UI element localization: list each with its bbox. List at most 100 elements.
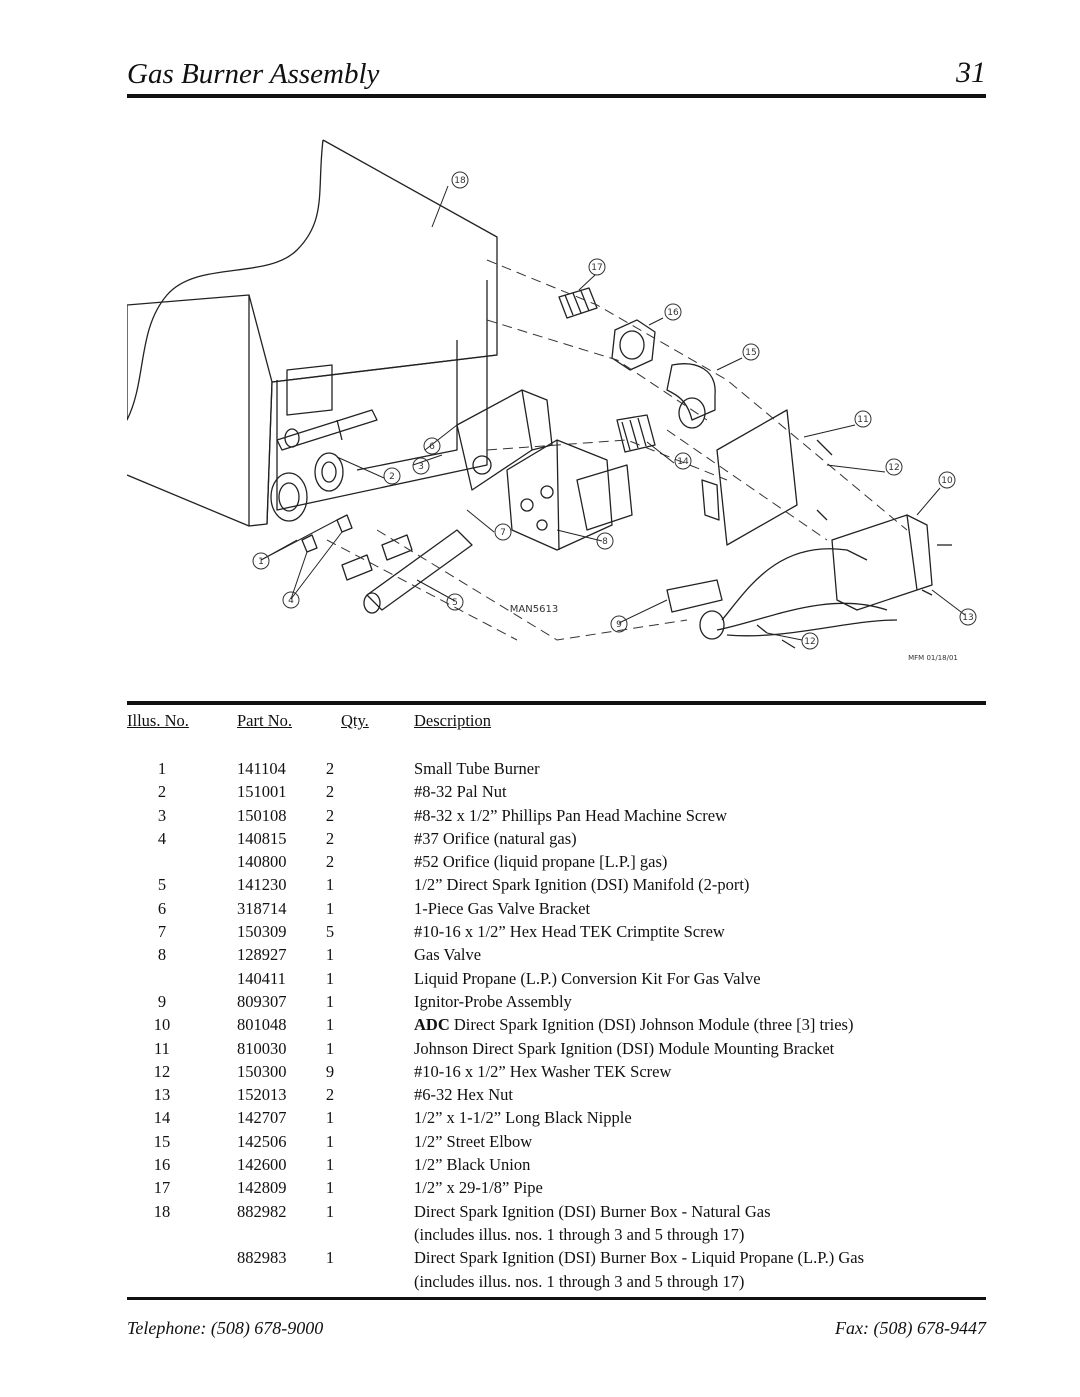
description-text: Direct Spark Ignition (DSI) Burner Box -… <box>414 1201 771 1221</box>
callout-13: 13 <box>962 613 973 623</box>
part-no: 142707 <box>237 1108 287 1128</box>
part-no: 142506 <box>237 1131 287 1151</box>
part-no: 150108 <box>237 805 287 825</box>
drawing-code: MAN5613 <box>510 604 558 615</box>
callout-16: 16 <box>667 308 679 318</box>
description-text: 1/2” x 1-1/2” Long Black Nipple <box>414 1108 632 1128</box>
part-no: 810030 <box>237 1038 287 1058</box>
callout-4: 4 <box>288 596 294 606</box>
qty: 5 <box>325 922 335 942</box>
callout-8: 8 <box>602 537 608 547</box>
illus-no: 2 <box>157 782 167 802</box>
qty: 1 <box>325 1131 335 1151</box>
table-row: (includes illus. nos. 1 through 3 and 5 … <box>127 1270 986 1293</box>
description: (includes illus. nos. 1 through 3 and 5 … <box>414 1223 744 1246</box>
col-header-illus: Illus. No. <box>127 711 189 730</box>
description: 1/2” x 29-1/8” Pipe <box>414 1176 543 1199</box>
qty: 1 <box>325 1038 335 1058</box>
description: #6-32 Hex Nut <box>414 1083 513 1106</box>
callout-2: 2 <box>389 472 395 482</box>
drawing-signature: MFM 01/18/01 <box>908 654 958 662</box>
description: #8-32 Pal Nut <box>414 780 507 803</box>
illus-no: 3 <box>157 805 167 825</box>
part-no: 128927 <box>237 945 287 965</box>
header-rule <box>127 94 986 98</box>
table-row: 12 150300 9 #10-16 x 1/2” Hex Washer TEK Sc… <box>127 1060 986 1083</box>
callout-5: 5 <box>452 598 458 608</box>
brand-prefix: ADC <box>414 1015 450 1035</box>
description-text: #10-16 x 1/2” Hex Washer TEK Screw <box>414 1061 672 1081</box>
part-no: 152013 <box>237 1085 287 1105</box>
page-header: Gas Burner Assembly 31 <box>127 52 986 96</box>
qty: 1 <box>325 1108 335 1128</box>
table-header-rule <box>127 701 986 705</box>
qty: 2 <box>325 828 335 848</box>
callout-9: 9 <box>616 620 622 630</box>
description: Direct Spark Ignition (DSI) Burner Box -… <box>414 1246 864 1269</box>
description-text: (includes illus. nos. 1 through 3 and 5 … <box>414 1271 745 1291</box>
qty: 2 <box>325 1085 335 1105</box>
callout-6: 6 <box>429 442 435 452</box>
description: 1/2” Direct Spark Ignition (DSI) Manifol… <box>414 873 749 896</box>
description-text: 1/2” Direct Spark Ignition (DSI) Manifol… <box>414 875 750 895</box>
description: 1/2” x 1-1/2” Long Black Nipple <box>414 1106 632 1129</box>
description: #10-16 x 1/2” Hex Washer TEK Screw <box>414 1060 671 1083</box>
illus-no: 10 <box>153 1015 171 1035</box>
qty: 1 <box>325 945 335 965</box>
part-no: 140411 <box>237 968 286 988</box>
description-text: Small Tube Burner <box>414 759 540 778</box>
description: #37 Orifice (natural gas) <box>414 827 577 850</box>
qty: 1 <box>325 875 335 895</box>
part-no: 140815 <box>237 828 287 848</box>
description: (includes illus. nos. 1 through 3 and 5 … <box>414 1270 744 1293</box>
illus-no: 7 <box>157 922 167 942</box>
callout-18: 18 <box>454 176 466 186</box>
callout-17: 17 <box>591 263 602 273</box>
table-row: 882983 1 Direct Spark Ignition (DSI) Burne… <box>127 1246 986 1269</box>
part-no: 150300 <box>237 1061 287 1081</box>
callout-14: 14 <box>677 457 689 467</box>
callout-12: 12 <box>888 463 899 473</box>
description: #8-32 x 1/2” Phillips Pan Head Machine S… <box>414 804 727 827</box>
telephone: Telephone: (508) 678-9000 <box>127 1318 324 1338</box>
callout-1: 1 <box>258 557 264 567</box>
qty: 9 <box>325 1061 335 1081</box>
illus-no: 13 <box>153 1085 171 1105</box>
col-header-qty: Qty. <box>341 711 369 730</box>
qty: 1 <box>325 1201 335 1221</box>
description-text: #8-32 x 1/2” Phillips Pan Head Machine S… <box>414 805 727 825</box>
part-no: 809307 <box>237 991 287 1011</box>
illus-no: 5 <box>157 875 167 895</box>
part-no: 882983 <box>237 1248 287 1268</box>
description-text: 1-Piece Gas Valve Bracket <box>414 898 591 918</box>
qty: 1 <box>325 1015 335 1035</box>
illus-no: 8 <box>157 945 167 965</box>
description-text: #37 Orifice (natural gas) <box>414 828 577 848</box>
footer-rule <box>127 1297 986 1300</box>
description-text: Direct Spark Ignition (DSI) Johnson Modu… <box>449 1015 854 1035</box>
col-header-part: Part No. <box>237 711 292 730</box>
description-text: #52 Orifice (liquid propane [L.P.] gas) <box>414 852 668 872</box>
illus-no: 9 <box>157 991 167 1011</box>
qty: 1 <box>325 1178 335 1198</box>
qty: 1 <box>325 1248 335 1268</box>
description-text: 1/2” Street Elbow <box>414 1131 533 1151</box>
qty: 1 <box>325 1155 335 1175</box>
col-header-desc: Description <box>414 711 491 730</box>
illus-no: 16 <box>153 1155 171 1175</box>
illus-no: 12 <box>153 1061 171 1081</box>
illus-no: 4 <box>157 828 167 848</box>
description: 1/2” Street Elbow <box>414 1130 532 1153</box>
